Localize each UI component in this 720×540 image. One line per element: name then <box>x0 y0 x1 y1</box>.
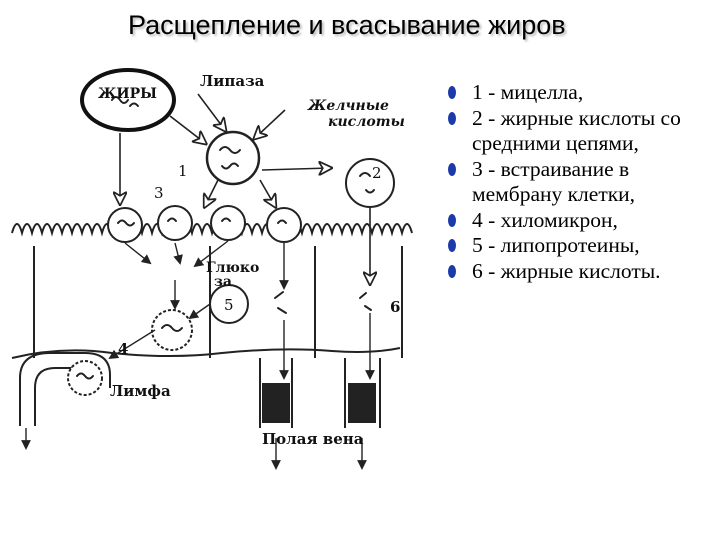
fat-absorption-diagram: ЖИРЫ Липаза Желчные кислоты Глюко за Лим… <box>11 68 413 470</box>
fat-mark <box>219 146 241 154</box>
slide-title: Расщепление и всасывание жиров <box>128 10 566 40</box>
membrane-vesicle <box>266 207 302 243</box>
arrow <box>255 109 286 138</box>
fat-mark <box>161 324 183 332</box>
arrow <box>173 242 183 265</box>
glucose-label: за <box>214 274 232 290</box>
membrane-vesicle <box>107 207 143 243</box>
lymph-vessel <box>34 367 85 426</box>
arrow <box>193 240 229 268</box>
arrow <box>188 303 211 320</box>
lymph-label: Лимфа <box>110 382 171 400</box>
vein-segment <box>348 383 376 423</box>
arrow <box>124 242 152 265</box>
legend-item: 5 - липопротеины, <box>448 233 716 259</box>
portal-vein-label: Полая вена <box>262 430 364 448</box>
legend-list: 1 - мицелла, 2 - жирные кислоты со средн… <box>448 80 716 284</box>
legend-item: 6 - жирные кислоты. <box>448 259 716 285</box>
bullet-icon <box>448 86 456 99</box>
bile-acids-label: Желчные <box>307 98 389 114</box>
fat-mark <box>277 219 287 224</box>
micelle-circle <box>205 130 261 186</box>
number-label: 1 <box>178 162 188 180</box>
number-label: 3 <box>154 184 164 202</box>
legend-item: 2 - жирные кислоты со средними цепями, <box>448 106 716 157</box>
fat-mark <box>274 291 287 314</box>
arrow <box>261 168 330 170</box>
arrow <box>108 329 156 360</box>
arrow <box>197 93 225 130</box>
membrane-vesicle <box>210 205 246 241</box>
fat-mark <box>129 102 139 107</box>
number-label: 2 <box>372 164 382 182</box>
lymph-chylomicron <box>67 360 103 396</box>
fat-mark <box>365 189 375 194</box>
fat-mark <box>76 372 94 380</box>
number-label: 4 <box>118 340 128 358</box>
number-label: 6 <box>390 298 400 316</box>
bullet-icon <box>448 239 456 252</box>
number-label: 5 <box>224 296 234 314</box>
fat-mark <box>221 217 231 222</box>
fatty-acids-circle <box>345 158 395 208</box>
vein-segment <box>262 383 290 423</box>
bullet-icon <box>448 264 456 278</box>
brush-border <box>11 223 413 237</box>
fat-mark <box>111 96 129 104</box>
arrow <box>169 115 205 143</box>
chylomicron <box>151 309 193 351</box>
fats-label: ЖИРЫ <box>98 86 157 102</box>
legend-item: 1 - мицелла, <box>448 80 716 106</box>
fat-mark <box>167 217 177 222</box>
bullet-icon <box>448 213 456 227</box>
fat-mark <box>359 172 371 177</box>
lymph-vessel <box>19 352 111 426</box>
lipase-label: Липаза <box>200 72 265 90</box>
bullet-icon <box>448 111 456 125</box>
fat-mark <box>359 292 372 311</box>
glucose-label: Глюко <box>206 260 259 276</box>
bile-acids-label: кислоты <box>328 114 405 130</box>
fat-mark <box>221 162 239 170</box>
basal-membrane <box>11 347 401 359</box>
legend-item: 4 - хиломикрон, <box>448 208 716 234</box>
arrow <box>259 179 275 206</box>
bullet-icon <box>448 162 456 176</box>
arrow <box>205 179 219 206</box>
legend-item: 3 - встраивание в мембрану клетки, <box>448 157 716 208</box>
fat-mark <box>117 219 135 227</box>
membrane-vesicle <box>157 205 193 241</box>
